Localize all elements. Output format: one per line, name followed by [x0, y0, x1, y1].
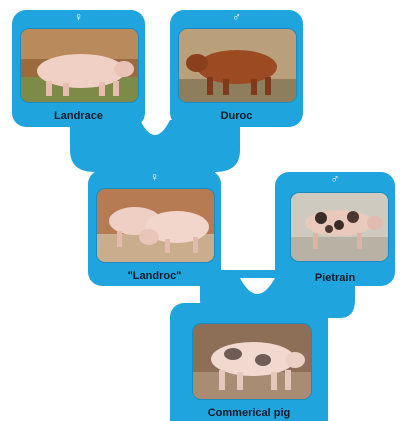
pietrain-card: ♂ Pietrain — [275, 172, 395, 286]
landroc-pigs-photo — [96, 188, 215, 263]
pietrain-label: Pietrain — [275, 272, 395, 284]
duroc-card: ♂ Duroc — [170, 10, 303, 127]
duroc-label: Duroc — [170, 110, 303, 122]
landroc-label: "Landroc" — [88, 270, 221, 282]
male-symbol: ♂ — [275, 173, 395, 185]
landrace-label: Landrace — [12, 110, 145, 122]
commercial-pig-photo — [192, 323, 312, 400]
female-symbol: ♀ — [88, 171, 221, 183]
male-symbol: ♂ — [170, 11, 303, 23]
duroc-pig-photo — [178, 28, 297, 103]
landroc-card: ♀ "Landroc" — [88, 170, 221, 286]
commercial-card: Commerical pig — [170, 303, 328, 421]
pietrain-pig-photo — [290, 192, 389, 262]
female-symbol: ♀ — [12, 11, 145, 23]
landrace-pig-photo — [20, 28, 139, 103]
landrace-card: ♀ Landrace — [12, 10, 145, 127]
commercial-pig-label: Commerical pig — [170, 407, 328, 419]
